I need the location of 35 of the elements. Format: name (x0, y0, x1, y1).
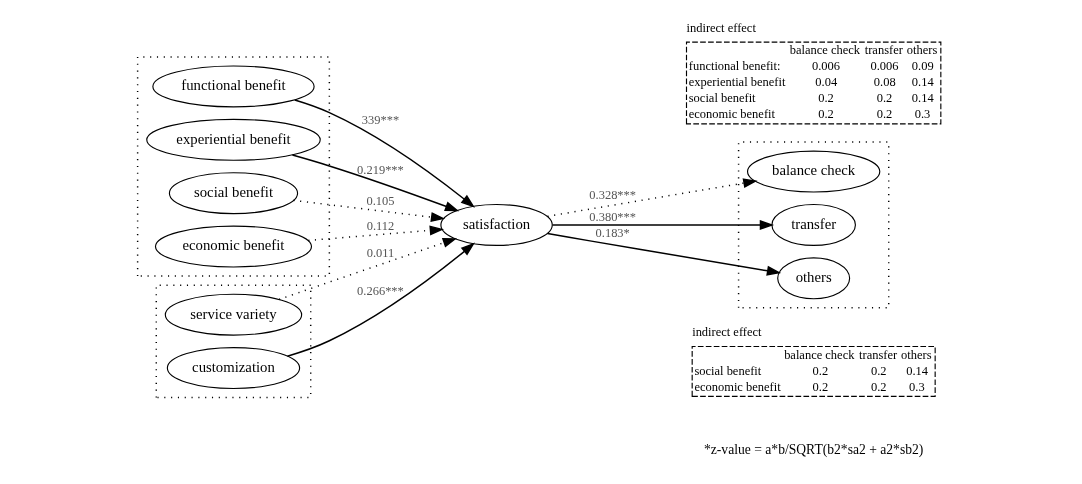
arrow (291, 154, 459, 212)
arrow (277, 238, 457, 301)
node-ellipse: social benefit (168, 172, 298, 215)
label: *z-value = a*b/SQRT(b2*sa2 + a2*sb2) (703, 442, 923, 458)
node-box: balance check transfer others functional benefit: 0.006 0.006 0.09 experiential benefit 0.04 0.08 0.14 social benefit 0.2 0.2 0.14 economic benefit 0.2 0.2 0.3 (685, 41, 941, 125)
arrow (286, 242, 475, 357)
edge-label: 0.105 (365, 194, 394, 209)
edge-label: 0.380*** (588, 210, 636, 225)
edge-label: 0.011 (366, 245, 394, 260)
arrow (293, 99, 475, 208)
node-ellipse: experiential benefit (145, 118, 321, 161)
edge-label: 0.328*** (588, 187, 636, 202)
node-ellipse: service variety (164, 293, 302, 336)
edge-label: 0.266*** (356, 284, 404, 299)
node-ellipse: others (776, 257, 850, 300)
node-ellipse: transfer (770, 203, 856, 246)
node-label: indirect effect (691, 325, 762, 340)
edge-label: 339*** (361, 112, 399, 127)
node-box: balance check transfer others social benefit 0.2 0.2 0.14 economic benefit 0.2 0.2 0.3 (691, 345, 936, 397)
edge-label: 0.219*** (356, 162, 404, 177)
edge-label: 0.112 (366, 219, 394, 234)
cluster (155, 284, 311, 399)
node-ellipse: balance check (746, 150, 880, 193)
arrow (551, 219, 774, 230)
arrow (292, 199, 445, 223)
cluster (136, 56, 330, 277)
node-label: indirect effect (686, 20, 756, 35)
edge-label: 0.183* (595, 226, 630, 241)
node-ellipse: customization (166, 347, 300, 390)
node-ellipse: economic benefit (154, 225, 312, 268)
node-ellipse: functional benefit (151, 65, 315, 108)
arrow (546, 178, 758, 218)
arrow (546, 232, 781, 276)
arrow (307, 225, 444, 242)
cluster (737, 141, 889, 309)
